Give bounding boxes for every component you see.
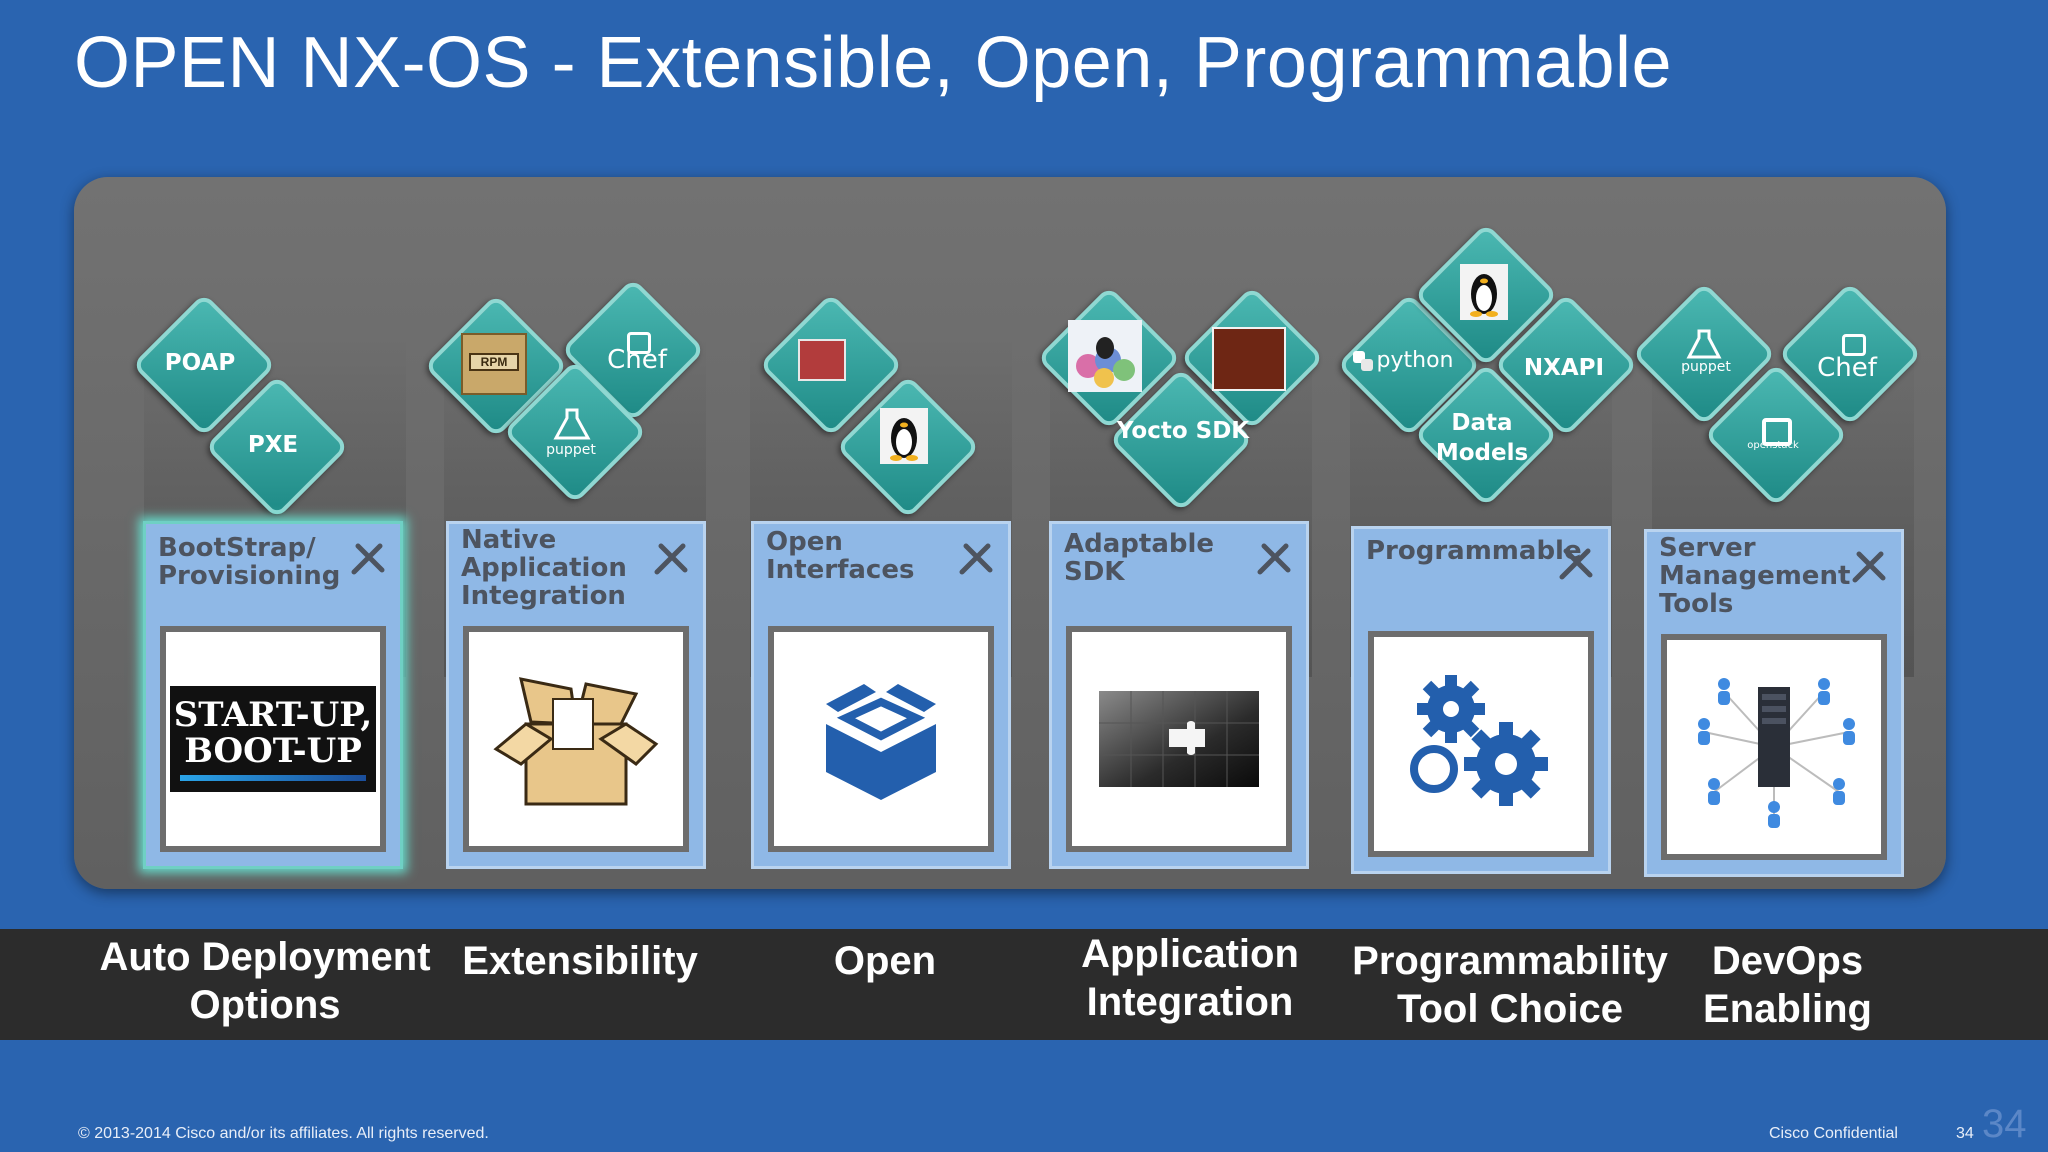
category-open: Open: [833, 939, 937, 983]
python-logo-label: python: [1376, 348, 1454, 373]
chef-logo-label: Chef: [607, 345, 667, 375]
gears-image: [1368, 631, 1594, 857]
startup-bootup-text: START-UP, BOOT-UP: [173, 695, 373, 771]
diamond-label-data-models: Data Models: [1435, 410, 1529, 466]
card-title: Open Interfaces: [766, 527, 915, 585]
page-number: 34: [1956, 1125, 1974, 1142]
chef-icon: [627, 332, 651, 354]
linux-penguin-icon: [1460, 264, 1508, 320]
flask-icon: [1686, 329, 1722, 359]
card-title: Server Management Tools: [1659, 533, 1851, 619]
card-programmable[interactable]: Programmable: [1351, 526, 1611, 874]
puzzle-icon: [1099, 691, 1259, 787]
diamond-label-poap: POAP: [164, 350, 236, 376]
card-server-management-tools[interactable]: Server Management Tools: [1644, 529, 1904, 877]
tools-icon: [1257, 543, 1291, 575]
confidential-label: Cisco Confidential: [1769, 1125, 1898, 1142]
rpm-package-icon: RPM: [461, 333, 527, 395]
category-band: [0, 929, 2048, 1040]
page-number-watermark: 34: [1982, 1102, 2027, 1146]
card-bootstrap-provisioning[interactable]: BootStrap/ Provisioning START-UP, BOOT-U…: [143, 521, 403, 869]
category-auto-deployment: Auto Deployment Options: [99, 935, 431, 1027]
tools-icon: [351, 543, 385, 575]
open-cube-image: [768, 626, 994, 852]
card-title: BootStrap/ Provisioning: [158, 533, 341, 591]
puppet-logo-label: puppet: [546, 442, 596, 458]
server-network-image: [1661, 634, 1887, 860]
flask-icon: [553, 408, 591, 440]
gears-icon: [1410, 675, 1548, 806]
box-icon: [493, 677, 659, 806]
tools-icon: [654, 543, 688, 575]
card-title: Programmable: [1366, 536, 1582, 566]
open-box-image: [463, 626, 689, 852]
tools-icon: [1559, 548, 1593, 580]
diamond-label-pxe: PXE: [247, 432, 299, 458]
openstack-icon: [1762, 418, 1792, 446]
card-title: Native Application Integration: [461, 525, 627, 611]
linux-penguin-icon: [880, 408, 928, 464]
rpm-label: RPM: [469, 353, 519, 371]
openstack-logo-label: openstack: [1747, 440, 1799, 451]
card-native-application-integration[interactable]: Native Application Integration: [446, 521, 706, 869]
category-application-integration: Application Integration: [1081, 932, 1299, 1024]
category-programmability: Programmability Tool Choice: [1352, 939, 1668, 1031]
card-open-interfaces[interactable]: Open Interfaces: [751, 521, 1011, 869]
diamond-label-yocto-sdk: Yocto SDK: [1116, 418, 1250, 444]
card-adaptable-sdk[interactable]: Adaptable SDK: [1049, 521, 1309, 869]
tools-icon: [959, 543, 993, 575]
chef-logo-label: Chef: [1817, 353, 1877, 383]
category-devops: DevOps Enabling: [1703, 939, 1872, 1031]
category-extensibility: Extensibility: [462, 939, 698, 983]
copyright-text: © 2013-2014 Cisco and/or its affiliates.…: [78, 1125, 489, 1142]
puzzle-image: [1066, 626, 1292, 852]
puppet-logo-label: puppet: [1681, 359, 1731, 375]
container-icon: [1212, 327, 1286, 391]
progress-bar: [180, 775, 366, 781]
tools-icon: [1852, 551, 1886, 583]
slide-title: OPEN NX-OS - Extensible, Open, Programma…: [74, 23, 1673, 103]
cube-icon: [826, 684, 936, 800]
server-network-icon: [1698, 678, 1855, 828]
card-title: Adaptable SDK: [1064, 529, 1215, 587]
linux-apps-icon: [1068, 320, 1142, 392]
startup-bootup-image: START-UP, BOOT-UP: [160, 626, 386, 852]
app-window-icon: [798, 339, 846, 381]
chef-icon: [1842, 334, 1866, 356]
diamond-label-nxapi: NXAPI: [1523, 355, 1605, 381]
python-icon: [1353, 351, 1373, 371]
